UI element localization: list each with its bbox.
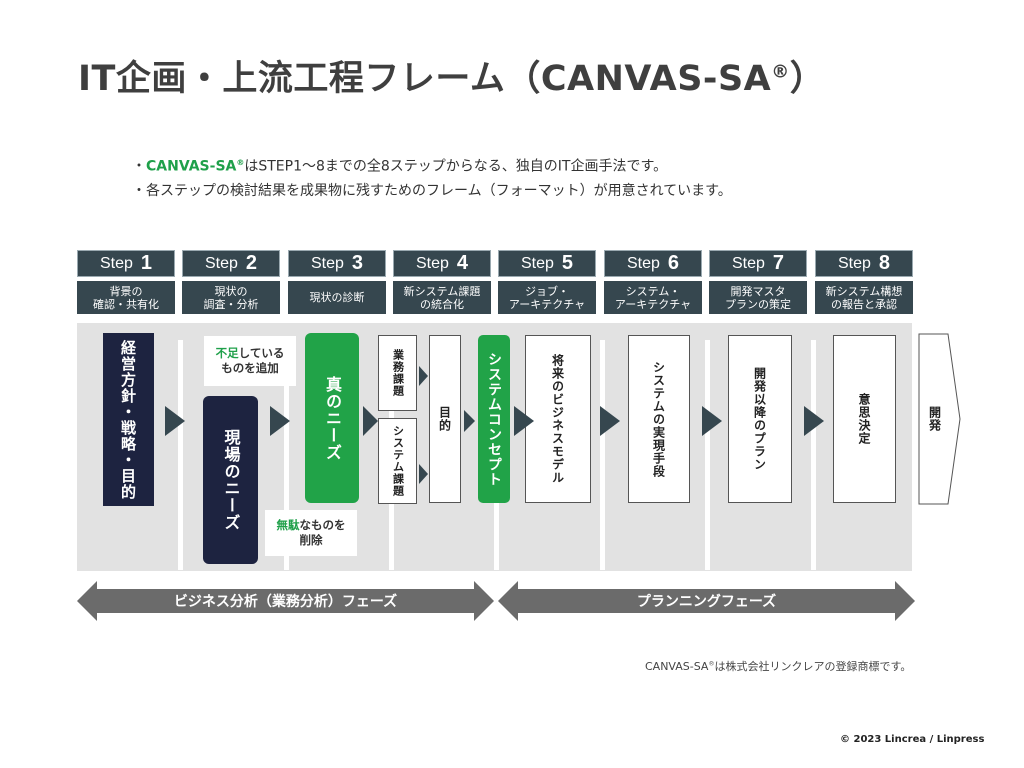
column-divider: [811, 340, 816, 570]
business-analysis-phase: ビジネス分析（業務分析）フェーズ: [77, 581, 494, 621]
field-needs-box: 現場のニーズ: [203, 396, 258, 564]
arrow-icon: [419, 464, 428, 484]
arrow-icon: [165, 406, 185, 436]
arrow-icon: [600, 406, 620, 436]
remove-waste-note: 無駄なものを削除: [265, 510, 357, 556]
column-divider: [178, 340, 183, 570]
page-title: IT企画・上流工程フレーム（CANVAS-SA®）: [78, 59, 826, 99]
intro-bullets: ・CANVAS-SA®はSTEP1～8までの全8ステップからなる、独自のIT企画…: [132, 151, 732, 203]
bullet-line-1: ・CANVAS-SA®はSTEP1～8までの全8ステップからなる、独自のIT企画…: [132, 158, 668, 175]
business-issues-box: 業務課題: [378, 335, 417, 411]
copyright: © 2023 Lincrea / Linpress: [840, 734, 985, 745]
arrow-icon: [270, 406, 290, 436]
arrow-icon: [702, 406, 722, 436]
arrow-icon: [514, 406, 534, 436]
arrow-icon: [804, 406, 824, 436]
system-realization-box: システムの実現手段: [628, 335, 690, 503]
system-concept-box: システムコンセプト: [478, 335, 510, 503]
arrow-icon: [363, 406, 378, 436]
step-8-desc: 新システム構想の報告と承認: [815, 281, 913, 314]
step-4-desc: 新システム課題の統合化: [393, 281, 491, 314]
development-shape: [918, 333, 961, 505]
business-phase-label: ビジネス分析（業務分析）フェーズ: [173, 594, 398, 610]
decision-box: 意思決定: [833, 335, 896, 503]
future-business-model-box: 将来のビジネスモデル: [525, 335, 591, 503]
system-issues-box: システム課題: [378, 418, 417, 504]
step-1-desc: 背景の確認・共有化: [77, 281, 175, 314]
management-policy-box: 経営方針・戦略・目的: [103, 333, 154, 506]
step-3-desc: 現状の診断: [288, 281, 386, 314]
arrow-icon: [464, 410, 475, 432]
step-2-desc: 現状の調査・分析: [182, 281, 280, 314]
add-missing-note: 不足しているものを追加: [204, 336, 296, 386]
development-label: 開発: [927, 406, 942, 432]
column-divider: [705, 340, 710, 570]
bullet-line-2: ・各ステップの検討結果を成果物に残すためのフレーム（フォーマット）が用意されてい…: [132, 182, 732, 199]
objective-box: 目的: [429, 335, 461, 503]
double-arrow-icon: [498, 581, 915, 621]
step-5-desc: ジョブ・アーキテクチャ: [498, 281, 596, 314]
step-6-desc: システム・アーキテクチャ: [604, 281, 702, 314]
arrow-icon: [419, 366, 428, 386]
column-divider: [600, 340, 605, 570]
column-divider: [284, 340, 289, 570]
trademark-note: CANVAS-SA®は株式会社リンクレアの登録商標です。: [645, 660, 912, 673]
true-needs-box: 真のニーズ: [305, 333, 359, 503]
double-arrow-icon: [77, 581, 494, 621]
step-7-desc: 開発マスタプランの策定: [709, 281, 807, 314]
post-development-plan-box: 開発以降のプラン: [728, 335, 792, 503]
planning-phase-label: プランニングフェーズ: [636, 594, 777, 610]
planning-phase: プランニングフェーズ: [498, 581, 915, 621]
